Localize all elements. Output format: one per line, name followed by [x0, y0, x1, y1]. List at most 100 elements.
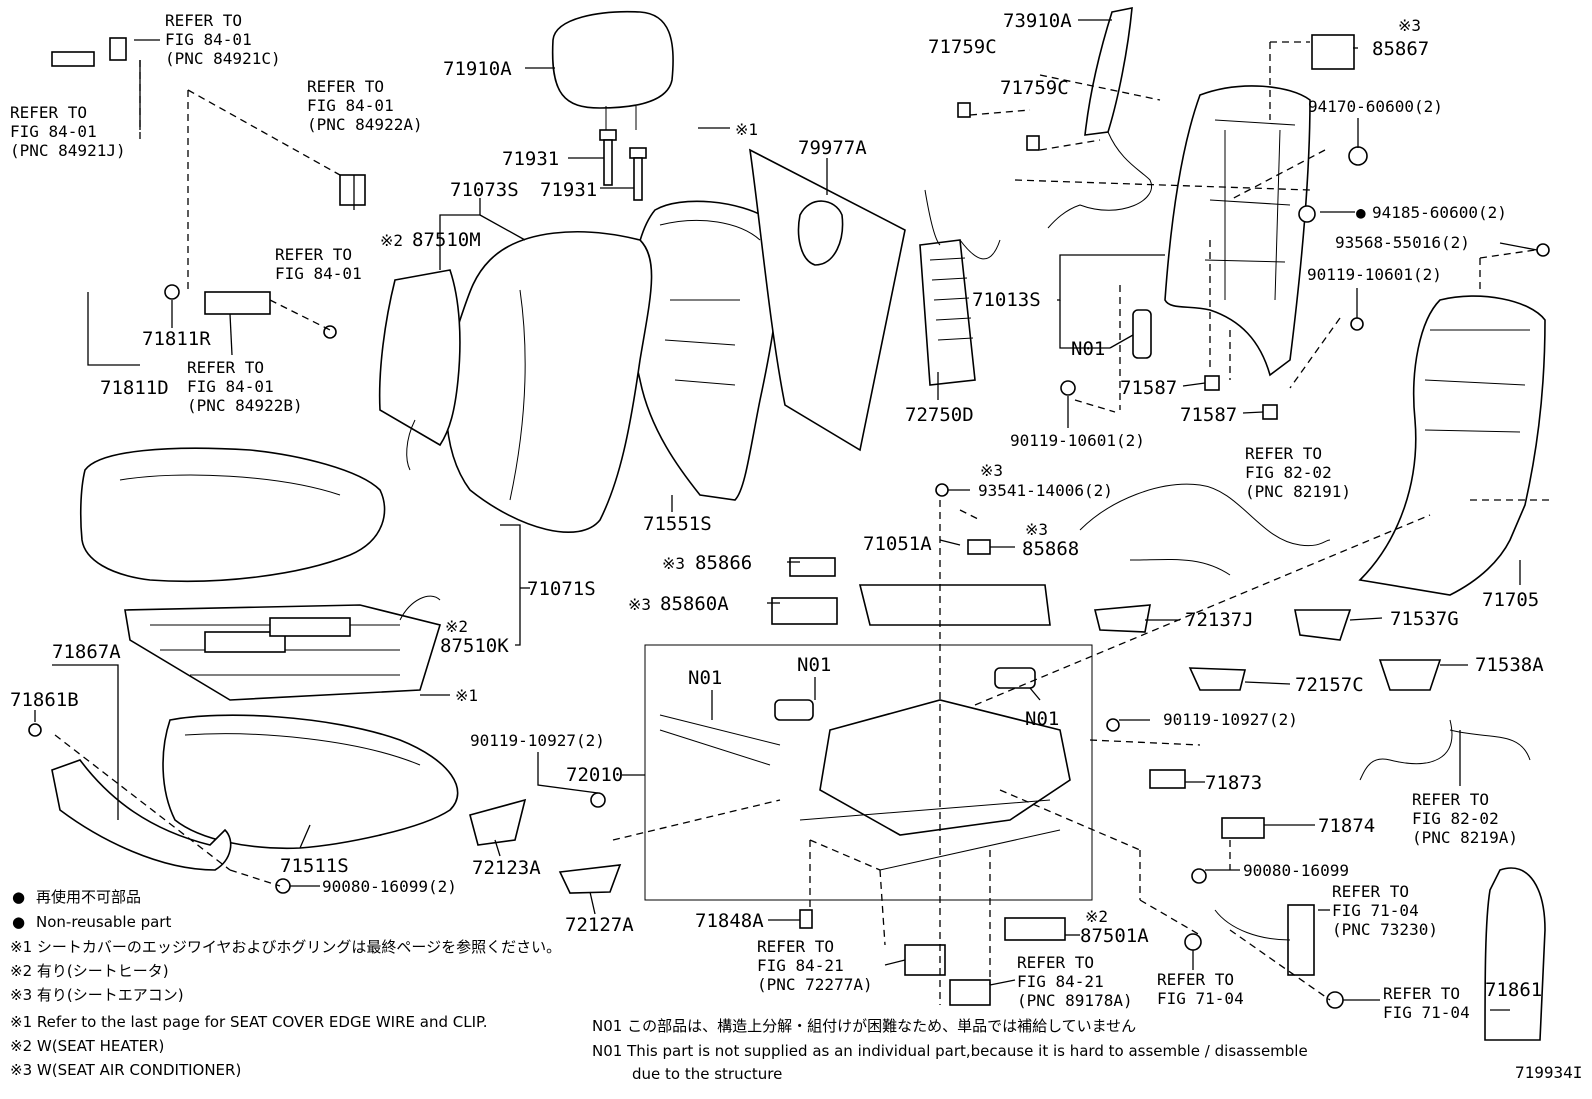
refer-to-blocks: REFER TO FIG 84-01 (PNC 84921C) REFER TO…: [10, 11, 1518, 1022]
small-part-shapes: [28, 34, 1550, 1041]
label-87501A: 87501A: [1080, 925, 1149, 947]
refer-71-04-right: REFER TO FIG 71-04: [1383, 984, 1470, 1022]
seat-track-box: [644, 644, 1093, 901]
seatback-frame-shape: [1164, 85, 1311, 377]
cushion-heater-shape: [124, 604, 442, 701]
mark-seat-heater-87510K: ※2: [445, 617, 468, 636]
seatback-cover-shape: [445, 231, 653, 533]
front-cover-shape: [51, 759, 232, 871]
label-71587-upper: 71587: [1120, 377, 1177, 399]
mark-seat-heater-87510M: ※2: [380, 231, 403, 250]
label-71051A: 71051A: [863, 533, 932, 555]
label-87510M: 87510M: [412, 229, 481, 251]
clip-shapes: [957, 102, 1040, 151]
label-71538A: 71538A: [1475, 654, 1544, 676]
part-number-labels: 71910A 71931 71931 71073S ※2 87510M 7997…: [10, 10, 1582, 1082]
seat-track-shape: [659, 699, 1071, 871]
label-71759C-lower: 71759C: [1000, 77, 1069, 99]
mark-air-conditioner-93541: ※3: [980, 461, 1003, 480]
label-71511S: 71511S: [280, 855, 349, 877]
nonreusable-dot-en: ●: [12, 913, 25, 931]
label-71587-lower: 71587: [1180, 404, 1237, 426]
seatback-heater-shape: [378, 269, 461, 447]
label-94185-60600: 94185-60600(2): [1372, 203, 1507, 222]
label-72010: 72010: [566, 764, 623, 786]
note3-en: ※3 W(SEAT AIR CONDITIONER): [10, 1061, 241, 1079]
label-71759C-upper: 71759C: [928, 36, 997, 58]
mark-edge-wire-lower: ※1: [455, 686, 478, 705]
label-90119-10927-right: 90119-10927(2): [1163, 710, 1298, 729]
label-72123A: 72123A: [472, 857, 541, 879]
label-71848A: 71848A: [695, 910, 764, 932]
label-90080-16099-left: 90080-16099(2): [322, 877, 457, 896]
refer-84922B: REFER TO FIG 84-01 (PNC 84922B): [187, 358, 303, 415]
nonreusable-dot-jp: ●: [12, 888, 25, 906]
non-reusable-dot-94185: ●: [1356, 203, 1366, 222]
label-71705: 71705: [1482, 589, 1539, 611]
figure-id: 719934I: [1515, 1063, 1582, 1082]
refer-8219A: REFER TO FIG 82-02 (PNC 8219A): [1412, 790, 1518, 847]
label-N01-recliner-motor: N01: [1071, 338, 1105, 360]
refer-73230: REFER TO FIG 71-04 (PNC 73230): [1332, 882, 1438, 939]
label-71867A: 71867A: [52, 641, 121, 663]
label-71931-lower: 71931: [540, 179, 597, 201]
leader-lines: [34, 19, 1538, 1011]
note2-en: ※2 W(SEAT HEATER): [10, 1037, 164, 1055]
side-airbag-shape: [1047, 7, 1153, 229]
back-board-shape: [748, 148, 906, 452]
label-N01-lifter-motor: N01: [797, 654, 831, 676]
label-85867: 85867: [1372, 38, 1429, 60]
refer-89178A: REFER TO FIG 84-21 (PNC 89178A): [1017, 953, 1133, 1010]
label-71551S: 71551S: [643, 513, 712, 535]
label-93541-14006: 93541-14006(2): [978, 481, 1113, 500]
motor-shapes: [774, 309, 1152, 721]
cushion-cover-shape: [79, 447, 386, 583]
label-71910A: 71910A: [443, 58, 512, 80]
label-71873: 71873: [1205, 772, 1262, 794]
label-72137J: 72137J: [1185, 609, 1254, 631]
headrest-guide-shapes: [599, 129, 647, 201]
label-N01-slide-motor: N01: [688, 667, 722, 689]
seatback-pad-shape: [630, 200, 781, 501]
cushion-pad-shape: [162, 714, 459, 850]
label-90119-10601-lower: 90119-10601(2): [1010, 431, 1145, 450]
label-90119-10601-upper: 90119-10601(2): [1307, 265, 1442, 284]
label-85860A: 85860A: [660, 593, 729, 615]
label-71931-upper: 71931: [502, 148, 559, 170]
n01-note-jp: N01 この部品は、構造上分解・組付けが困難なため、単品では補給していません: [592, 1017, 1136, 1035]
dashed-lines: [54, 41, 1550, 1005]
note3-jp: ※3 有り(シートエアコン): [10, 986, 184, 1004]
back-panel-shape: [1358, 295, 1546, 596]
wire-harness-shapes: [399, 419, 1531, 941]
refer-84-01-bolt: REFER TO FIG 84-01: [275, 245, 362, 283]
label-87510K: 87510K: [440, 635, 509, 657]
refer-71-04-center: REFER TO FIG 71-04: [1157, 970, 1244, 1008]
label-90080-16099-right: 90080-16099: [1243, 861, 1349, 880]
label-93568-55016: 93568-55016(2): [1335, 233, 1470, 252]
label-71537G: 71537G: [1390, 608, 1459, 630]
mark-air-conditioner-85868: ※3: [1025, 520, 1048, 539]
mark-air-conditioner-85867: ※3: [1398, 16, 1421, 35]
label-71811D: 71811D: [100, 377, 169, 399]
legend-notes: ● 再使用不可部品 ● Non-reusable part ※1 シートカバーの…: [10, 888, 1308, 1083]
label-71071S: 71071S: [527, 578, 596, 600]
note2-jp: ※2 有り(シートヒータ): [10, 962, 169, 980]
headrest-shape: [551, 10, 674, 130]
mark-air-conditioner-85860A: ※3: [628, 595, 651, 614]
refer-72277A: REFER TO FIG 84-21 (PNC 72277A): [757, 937, 873, 994]
mark-edge-wire-upper: ※1: [735, 120, 758, 139]
label-71811R: 71811R: [142, 328, 211, 350]
refer-84921J: REFER TO FIG 84-01 (PNC 84921J): [10, 103, 126, 160]
mark-seat-heater-87501A: ※2: [1085, 907, 1108, 926]
label-72127A: 72127A: [565, 914, 634, 936]
label-71073S: 71073S: [450, 179, 519, 201]
label-79977A: 79977A: [798, 137, 867, 159]
label-90119-10927-left: 90119-10927(2): [470, 731, 605, 750]
label-71861: 71861: [1485, 979, 1542, 1001]
n01-note-en-line1: N01 This part is not supplied as an indi…: [592, 1042, 1308, 1060]
label-94170-60600: 94170-60600(2): [1308, 97, 1443, 116]
label-72157C: 72157C: [1295, 674, 1364, 696]
label-85868: 85868: [1022, 538, 1079, 560]
label-71874: 71874: [1318, 815, 1375, 837]
